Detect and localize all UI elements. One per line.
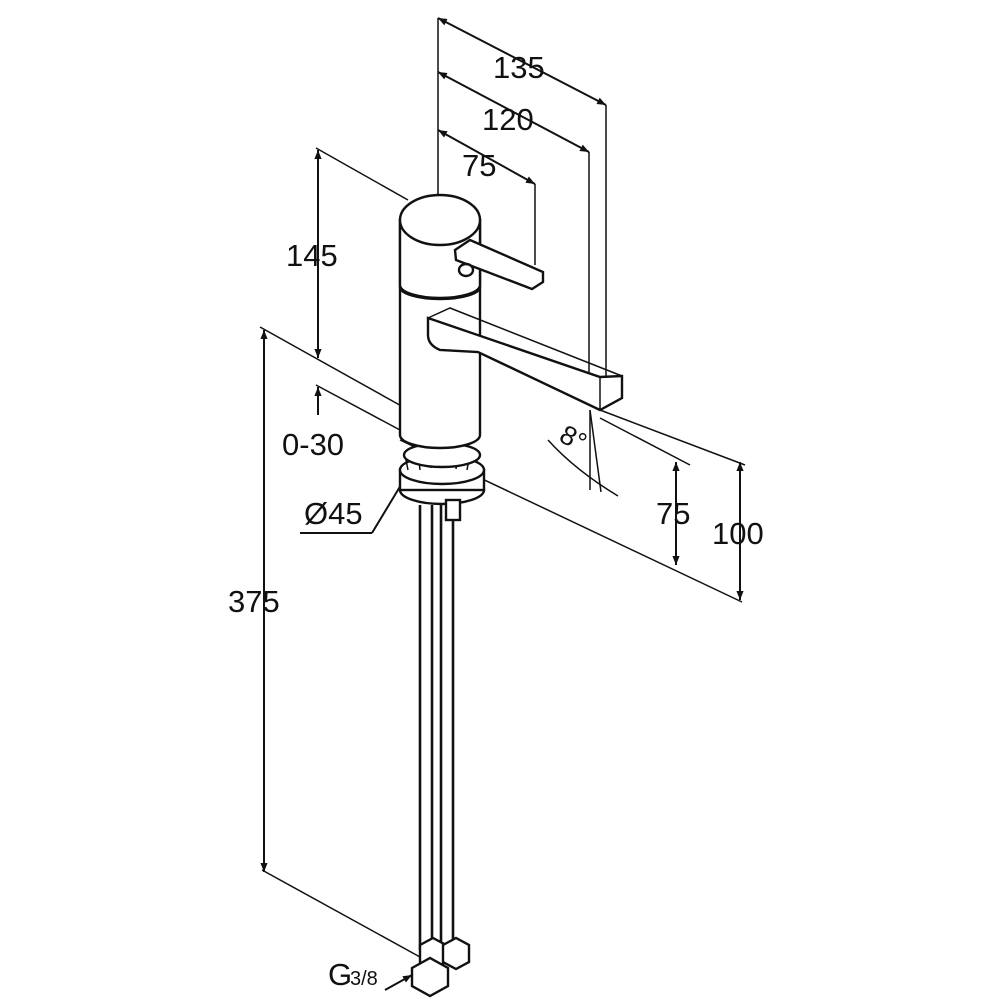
dim-line-75-top	[437, 129, 536, 185]
label-100: 100	[712, 516, 764, 551]
lever-pivot	[457, 262, 475, 278]
connection-group: G 3/8	[328, 957, 413, 992]
height-375-group: 375	[228, 326, 421, 958]
diameter-group: Ø45	[300, 469, 411, 534]
label-75-top: 75	[462, 148, 496, 183]
label-145: 145	[286, 238, 338, 273]
connection-nut	[410, 956, 450, 998]
head-top	[398, 193, 482, 247]
ext-line-100-top	[599, 409, 746, 466]
ext-line-375-bottom	[261, 869, 421, 958]
height-145-group: 145	[286, 147, 409, 358]
label-375: 375	[228, 584, 280, 619]
ext-line-0-30	[315, 384, 401, 431]
range-0-30-group: 0-30	[282, 384, 401, 462]
label-120: 120	[482, 102, 534, 137]
label-connection: G	[328, 957, 352, 992]
label-135: 135	[493, 50, 545, 85]
faucet-body	[398, 193, 624, 998]
spout	[426, 316, 624, 412]
ext-line-145-top	[315, 147, 409, 201]
spout-top-edge	[427, 307, 623, 377]
dim-line-120	[437, 71, 590, 153]
lever-handle[interactable]	[453, 238, 545, 291]
depth-dimension-group: 135 120 75	[437, 17, 607, 395]
angle-line-jet	[589, 409, 602, 493]
label-75-spout: 75	[656, 496, 690, 531]
connection-leader	[384, 974, 413, 991]
label-diameter: Ø45	[304, 496, 363, 531]
hose-fitting-right	[441, 936, 471, 971]
fixing-stud	[444, 498, 462, 522]
label-connection-fraction: 3/8	[350, 968, 378, 990]
angle-arc	[547, 439, 619, 497]
ext-line-375-top	[259, 326, 406, 409]
ext-line-75-top-spout	[599, 417, 691, 466]
label-0-30: 0-30	[282, 427, 344, 462]
angle-group: 8°	[547, 409, 619, 497]
